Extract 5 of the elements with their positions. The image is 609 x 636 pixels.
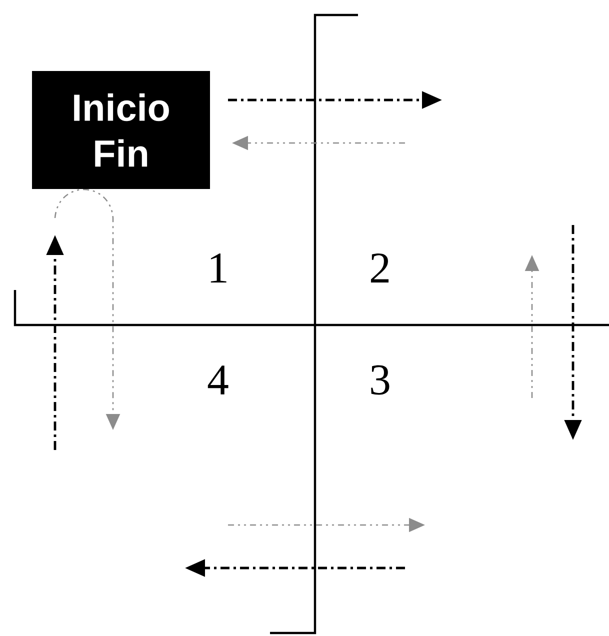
quadrant-number: 3 xyxy=(371,365,390,395)
label-box: Inicio Fin xyxy=(32,71,210,189)
quadrant-number: 2 xyxy=(370,254,389,283)
quadrant-number: 1 xyxy=(210,254,226,282)
quadrant-number: 4 xyxy=(208,366,228,394)
